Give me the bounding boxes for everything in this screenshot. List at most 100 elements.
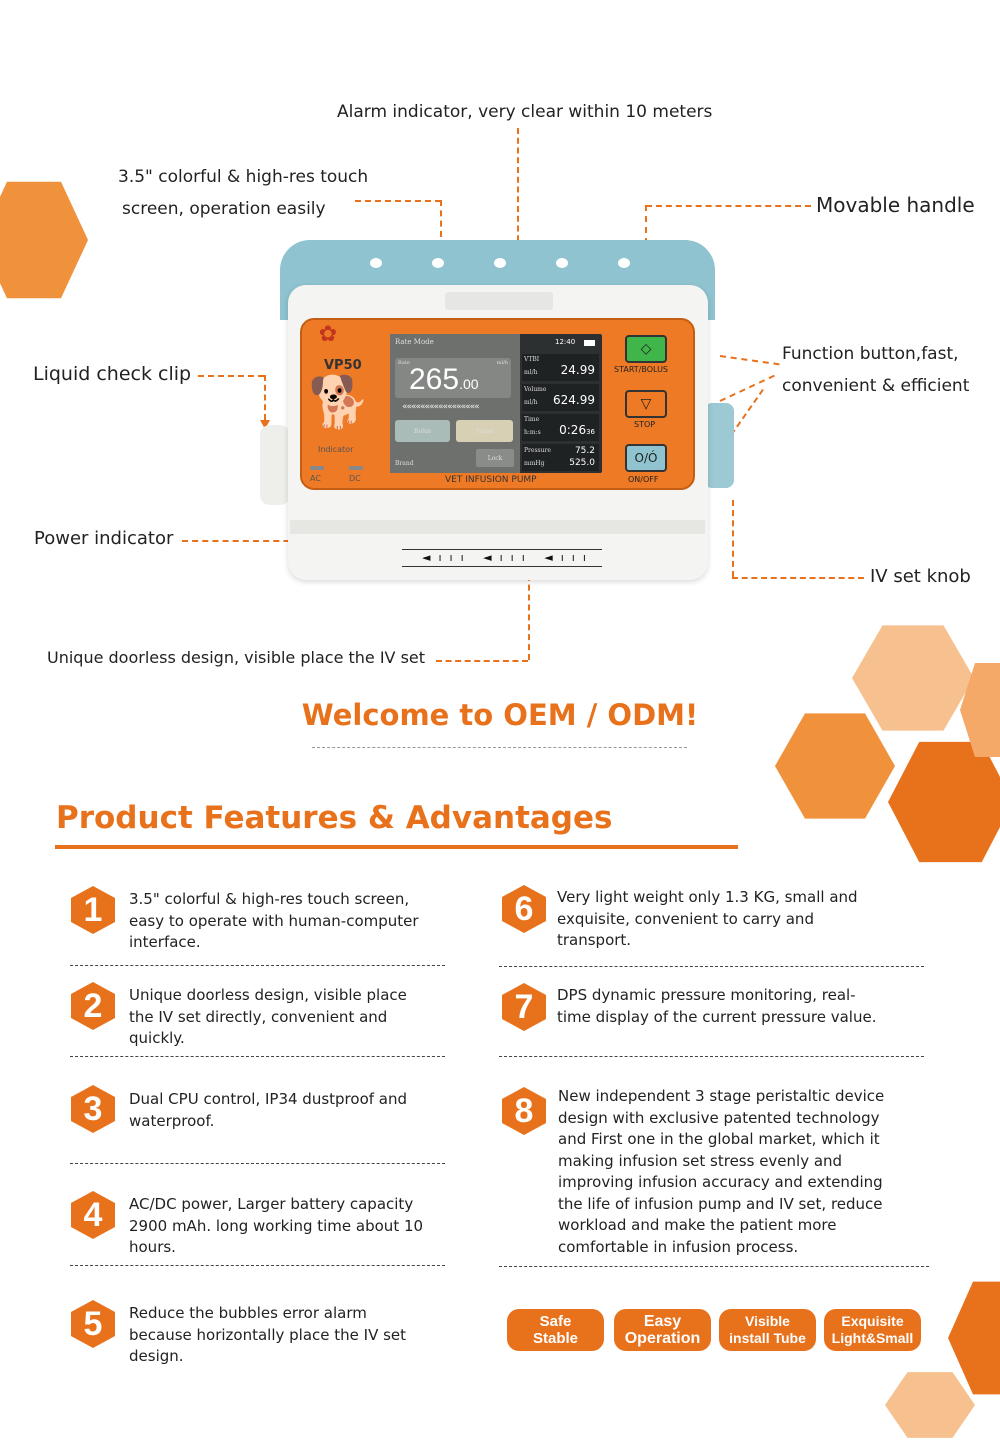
leader-line: [732, 500, 734, 577]
flow-chevrons: «««««««««««««««««: [402, 402, 480, 412]
feature-text: 3.5" colorful & high-res touch screen, e…: [129, 890, 419, 951]
mode-label: Rate Mode: [395, 338, 434, 346]
feature-text: Very light weight only 1.3 KG, small and…: [557, 888, 858, 949]
divider: [499, 1056, 924, 1057]
divider: [70, 1056, 445, 1057]
alarm-indicator: [445, 292, 553, 310]
leader-line: [719, 374, 775, 402]
rate-value: 265.00: [409, 363, 479, 397]
feature-number: 1: [71, 886, 115, 934]
iv-tube-track: ◄ııı ◄ııı ◄ııı: [402, 549, 602, 567]
volume-unit: ml/h: [524, 399, 538, 406]
feature-number: 5: [71, 1300, 115, 1348]
iv-channel: [290, 520, 705, 534]
iv-set-knob: [704, 403, 734, 488]
volume-value: 624.99: [553, 393, 595, 407]
callout-line: screen, operation easily: [122, 199, 326, 219]
section-title: Product Features & Advantages: [56, 800, 613, 836]
feature-text: New independent 3 stage peristaltic devi…: [558, 1087, 885, 1256]
callout-line: Function button,fast,: [782, 344, 959, 364]
vtbi-label: VTBI: [524, 356, 540, 363]
rate-label: Rate: [398, 360, 410, 366]
feature-text: AC/DC power, Larger battery capacity 290…: [129, 1195, 424, 1256]
power-icon: O/Ó: [634, 451, 658, 465]
badge-line: Safe: [539, 1313, 572, 1330]
leader-line: [198, 375, 264, 377]
time-box: Time h:m:s 0:2636: [522, 414, 599, 441]
title-underline: [55, 845, 738, 849]
leader-line: [264, 375, 266, 420]
pressure-value-1: 75.2: [574, 446, 595, 456]
feature-number: 8: [502, 1087, 546, 1135]
rate-box: Rate ml/h 265.00: [395, 358, 511, 398]
stop-icon: ▽: [640, 396, 652, 412]
leader-line: [646, 205, 811, 207]
bolus-button[interactable]: Bolus: [395, 420, 450, 442]
on-off-button[interactable]: O/Ó: [625, 444, 667, 472]
divider: [70, 965, 445, 966]
badge-line: Exquisite: [841, 1313, 904, 1329]
pressure-box: Pressure mmHg 75.2 525.0: [522, 444, 599, 471]
vtbi-value: 24.99: [560, 363, 595, 377]
bolus-label: Bolus: [414, 427, 431, 435]
callout-liquid-clip: Liquid check clip: [33, 363, 192, 385]
badge-line: Operation: [624, 1330, 701, 1347]
touch-screen[interactable]: Rate Mode 12:40 Rate ml/h 265.00 «««««««…: [390, 334, 602, 473]
callout-iv-knob: IV set knob: [870, 566, 971, 587]
leader-line: [645, 205, 647, 255]
ac-label: AC: [310, 474, 321, 483]
divider: [312, 747, 687, 748]
rate-unit: ml/h: [496, 360, 508, 366]
hexagon-decoration: [0, 181, 88, 299]
pause-label: Pause: [475, 427, 494, 435]
panel-label: VET INFUSION PUMP: [445, 475, 537, 485]
time-unit: h:m:s: [524, 429, 541, 436]
pressure-label: Pressure: [524, 447, 551, 454]
time-value: 0:2636: [559, 423, 595, 437]
rate-int: 265: [409, 363, 460, 396]
leader-line: [719, 355, 780, 366]
feature-number: 7: [502, 983, 546, 1031]
divider: [70, 1163, 445, 1164]
pressure-unit: mmHg: [524, 460, 545, 467]
divider: [70, 1265, 445, 1266]
feature-number: 3: [71, 1085, 115, 1133]
dc-label: DC: [349, 474, 361, 483]
clock: 12:40: [555, 338, 576, 346]
pressure-value-2: 525.0: [569, 458, 595, 468]
leader-line: [355, 200, 441, 202]
callout-power: Power indicator: [34, 528, 174, 549]
pause-button[interactable]: Pause: [456, 420, 513, 442]
badge-line: Light&Small: [831, 1330, 914, 1346]
on-off-label: ON/OFF: [628, 475, 659, 484]
start-bolus-label: START/BOLUS: [614, 365, 669, 374]
feature-text: Reduce the bubbles error alarm because h…: [129, 1304, 407, 1365]
leader-line: [732, 577, 864, 579]
callout-function: Function button,fast, convenient & effici…: [782, 338, 969, 402]
welcome-banner: Welcome to OEM / ODM!: [301, 698, 699, 732]
volume-label: Volume: [524, 386, 547, 393]
feature-text: DPS dynamic pressure monitoring, real-ti…: [557, 986, 877, 1026]
start-bolus-button[interactable]: ◇: [625, 335, 667, 363]
time-label: Time: [524, 416, 540, 423]
hexagon-decoration: [775, 713, 895, 819]
callout-alarm: Alarm indicator, very clear within 10 me…: [337, 102, 713, 122]
stop-button[interactable]: ▽: [625, 390, 667, 418]
start-icon: ◇: [640, 341, 652, 357]
feature-number: 6: [502, 885, 546, 933]
divider: [499, 1266, 929, 1267]
divider: [499, 966, 924, 967]
volume-box: Volume ml/h 624.99: [522, 384, 599, 411]
lock-button[interactable]: Lock: [476, 449, 514, 467]
badge-line: Visible: [745, 1313, 790, 1329]
lock-label: Lock: [487, 454, 503, 462]
badge-line: Stable: [532, 1330, 578, 1347]
hexagon-decoration: [885, 1372, 975, 1438]
leader-line: [182, 540, 330, 542]
callout-line: convenient & efficient: [782, 376, 970, 396]
model-label: VP50: [324, 358, 362, 373]
